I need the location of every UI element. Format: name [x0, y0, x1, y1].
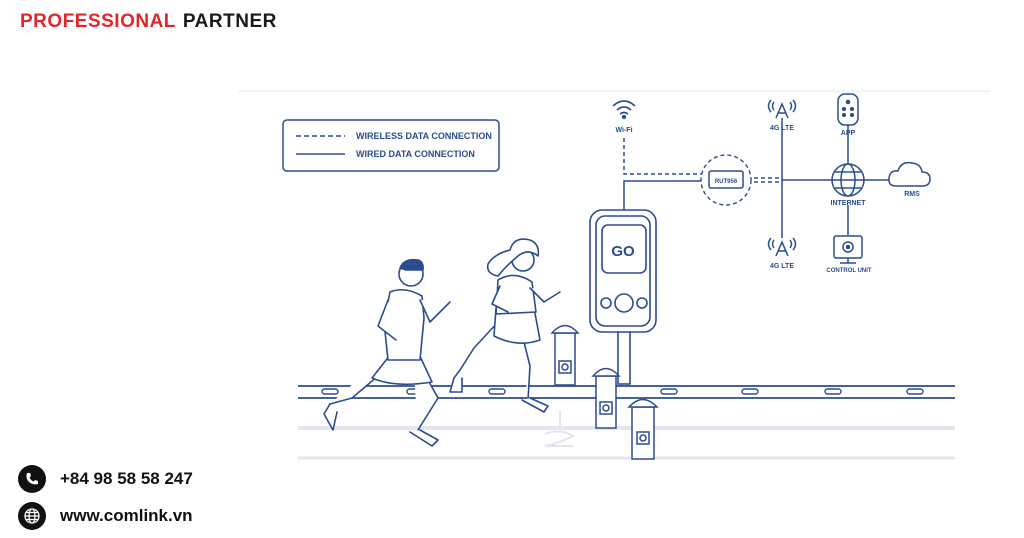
- website-contact[interactable]: www.comlink.vn: [18, 502, 193, 530]
- wired-gate-router: [623, 180, 708, 210]
- globe-web-icon: [18, 502, 46, 530]
- wireless-wifi-gate: [623, 138, 706, 175]
- control-unit-label: CONTROL UNIT: [826, 268, 872, 274]
- legend-wired: WIRED DATA CONNECTION: [356, 149, 475, 159]
- wifi-icon: [612, 100, 636, 120]
- sensor-posts: [550, 324, 659, 460]
- internet-label: INTERNET: [831, 200, 867, 207]
- rms-label: RMS: [904, 191, 920, 198]
- phone-contact[interactable]: +84 98 58 58 247: [18, 465, 193, 493]
- running-track: [298, 385, 955, 460]
- website-url: www.comlink.vn: [60, 506, 193, 525]
- app-phone-icon: [837, 93, 859, 126]
- lte-top-label: 4G LTE: [770, 125, 794, 132]
- app-label: APP: [841, 130, 856, 137]
- brand-primary: PROFESSIONAL: [20, 11, 176, 32]
- lte-bottom-label: 4G LTE: [770, 263, 794, 270]
- male-runner: [323, 258, 451, 447]
- phone-number: +84 98 58 58 247: [60, 469, 193, 488]
- phone-icon: [18, 465, 46, 493]
- legend-box: WIRELESS DATA CONNECTION WIRED DATA CONN…: [282, 119, 500, 172]
- gate-sign: GO: [611, 243, 635, 260]
- brand-title: PROFESSIONAL PARTNER: [20, 11, 277, 33]
- wifi-label: Wi-Fi: [615, 127, 632, 134]
- lte-tower-top-icon: [767, 99, 797, 119]
- cloud-icon: [888, 161, 931, 187]
- router-icon: [700, 154, 752, 206]
- timing-gate: [589, 209, 657, 385]
- lte-tower-bottom-icon: [767, 237, 797, 257]
- monitor-icon: [833, 235, 863, 264]
- brand-secondary: PARTNER: [182, 11, 277, 32]
- globe-icon: [831, 163, 865, 197]
- legend-wireless: WIRELESS DATA CONNECTION: [356, 131, 492, 141]
- female-runner: [449, 238, 561, 413]
- router-label: RUT956: [715, 179, 738, 185]
